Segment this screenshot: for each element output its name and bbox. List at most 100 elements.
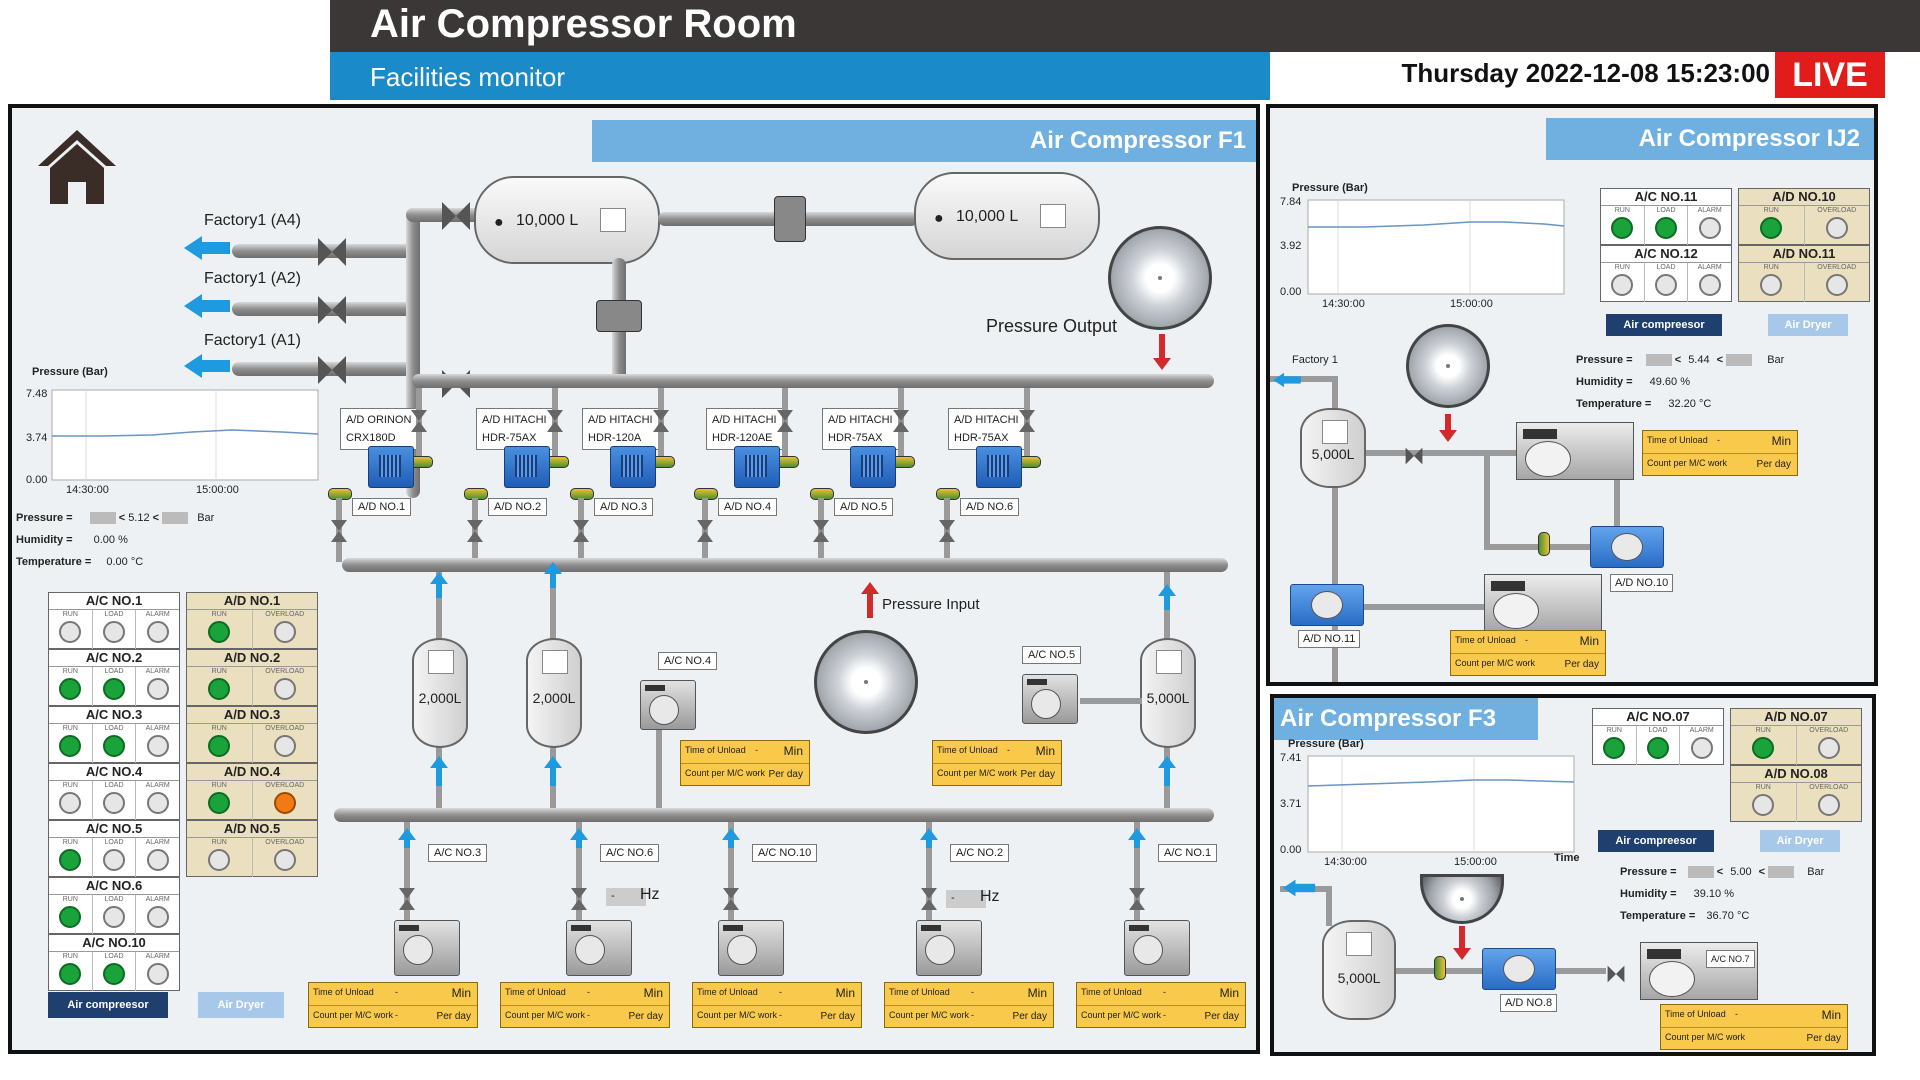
valve-icon[interactable]: [318, 238, 346, 266]
compressor-icon[interactable]: [718, 920, 784, 976]
unload-count-label: Count per M/C work: [685, 768, 766, 778]
compressor-icon[interactable]: [640, 680, 696, 730]
ac-status-name: A/C NO.10: [49, 935, 179, 952]
unload-count-value: -: [971, 1010, 974, 1020]
dryer-icon[interactable]: [1482, 948, 1556, 990]
dryer-icon[interactable]: [610, 446, 656, 488]
dryer-icon[interactable]: [976, 446, 1022, 488]
arrow-up-icon: [544, 756, 562, 786]
compressor-icon[interactable]: [916, 920, 982, 976]
air-dryer-button[interactable]: Air Dryer: [198, 992, 284, 1018]
valve-icon[interactable]: [318, 296, 346, 324]
compressor-icon[interactable]: [1484, 574, 1602, 632]
unload-count-label: Count per M/C work: [937, 768, 1018, 778]
run-column-label: RUN: [62, 611, 78, 618]
valve-icon[interactable]: [653, 410, 669, 432]
chart-title: Pressure (Bar): [32, 366, 108, 378]
ac-status-name: A/C NO.6: [49, 878, 179, 895]
valve-icon[interactable]: [547, 410, 563, 432]
unload-count-value: -: [1717, 458, 1720, 468]
run-indicator-lamp: [1603, 737, 1626, 759]
panel-title-f3: Air Compressor F3: [1274, 698, 1538, 740]
arrow-left-icon: [184, 294, 230, 318]
compressor-icon[interactable]: [394, 920, 460, 976]
valve-icon[interactable]: [813, 520, 829, 542]
valve-icon[interactable]: [1405, 447, 1423, 465]
valve-icon[interactable]: [939, 520, 955, 542]
page-title: Air Compressor Room: [370, 2, 797, 46]
arrow-up-icon: [722, 828, 740, 848]
load-indicator-lamp: [103, 792, 125, 814]
dryer-icon[interactable]: [368, 446, 414, 488]
compressor-label: A/C NO.6: [600, 844, 660, 862]
run-indicator-lamp: [1752, 737, 1775, 759]
unload-time-label: Time of Unload: [1665, 1009, 1726, 1019]
arrow-left-icon: [1282, 879, 1316, 897]
compressor-icon[interactable]: [566, 920, 632, 976]
dryer-icon[interactable]: [1290, 584, 1364, 626]
run-indicator-lamp: [59, 849, 82, 871]
storage-tank-2: ● 10,000 L: [914, 172, 1100, 260]
ad-status-name: A/D NO.10: [1739, 189, 1869, 206]
valve-icon[interactable]: [331, 520, 347, 542]
air-compressor-button[interactable]: Air compreesor: [48, 992, 168, 1018]
f1-pressure-row: Pressure = < 5.12 < Bar: [16, 512, 215, 525]
f3-pressure-row: Pressure = < 5.00 < Bar: [1620, 866, 1825, 879]
overload-column-label: OVERLOAD: [1809, 727, 1849, 734]
run-indicator-lamp: [59, 678, 82, 700]
dryer-icon[interactable]: [504, 446, 550, 488]
valve-icon[interactable]: [571, 888, 587, 910]
arrow-up-icon: [570, 828, 588, 848]
valve-icon[interactable]: [399, 888, 415, 910]
air-compressor-button[interactable]: Air compreesor: [1606, 314, 1722, 336]
unload-time-unit: Min: [451, 986, 471, 1000]
unload-count-value: -: [1007, 768, 1010, 778]
panel-air-compressor-f1: Air Compressor F1 Factory1 (A4) Factory1…: [8, 104, 1260, 1054]
valve-icon[interactable]: [411, 410, 427, 432]
run-indicator-lamp: [59, 906, 82, 928]
valve-icon[interactable]: [1129, 888, 1145, 910]
f3-humidity-row: Humidity = 39.10 %: [1620, 888, 1734, 900]
f1-temperature-row: Temperature = 0.00 °C: [16, 556, 144, 568]
overload-indicator-lamp: [273, 849, 296, 871]
ad-status-name: A/D NO.08: [1731, 766, 1861, 783]
compressor-icon[interactable]: [1022, 674, 1078, 724]
chart-title: Pressure (Bar): [1288, 738, 1364, 750]
valve-icon[interactable]: [318, 356, 346, 384]
load-indicator-lamp: [1647, 737, 1669, 759]
factory-label-a2: Factory1 (A2): [204, 270, 301, 287]
ad-status-name: A/D NO.1: [187, 593, 317, 610]
dryer-icon[interactable]: [734, 446, 780, 488]
valve-icon[interactable]: [573, 520, 589, 542]
valve-icon[interactable]: [697, 520, 713, 542]
alarm-indicator-lamp: [146, 792, 169, 814]
valve-icon[interactable]: [1019, 410, 1035, 432]
home-icon[interactable]: [36, 126, 118, 208]
chart-xlabel: Time: [1554, 852, 1580, 864]
valve-icon[interactable]: [921, 888, 937, 910]
dryer-icon[interactable]: [850, 446, 896, 488]
compressor-icon[interactable]: [1516, 422, 1634, 480]
valve-icon[interactable]: [467, 520, 483, 542]
unload-count-unit: Per day: [628, 1011, 663, 1022]
air-compressor-button[interactable]: Air compreesor: [1598, 830, 1714, 852]
run-indicator-lamp: [208, 678, 231, 700]
compressor-icon[interactable]: [1124, 920, 1190, 976]
factory-label: Factory 1: [1292, 354, 1338, 366]
chart-ytick: 3.71: [1280, 798, 1302, 810]
dryer-icon[interactable]: [1590, 526, 1664, 568]
valve-icon[interactable]: [1607, 965, 1625, 983]
unload-count-unit: Per day: [820, 1011, 855, 1022]
valve-icon[interactable]: [723, 888, 739, 910]
unload-count-value: -: [755, 768, 758, 778]
air-dryer-button[interactable]: Air Dryer: [1768, 314, 1848, 336]
valve-icon[interactable]: [777, 410, 793, 432]
compressor-label: A/C NO.3: [428, 844, 488, 862]
chart-ytick: 0.00: [1280, 844, 1302, 856]
valve-icon[interactable]: [442, 202, 470, 230]
valve-icon[interactable]: [893, 410, 909, 432]
air-dryer-button[interactable]: Air Dryer: [1760, 830, 1840, 852]
receiver-tank: 2,000L: [526, 638, 582, 748]
